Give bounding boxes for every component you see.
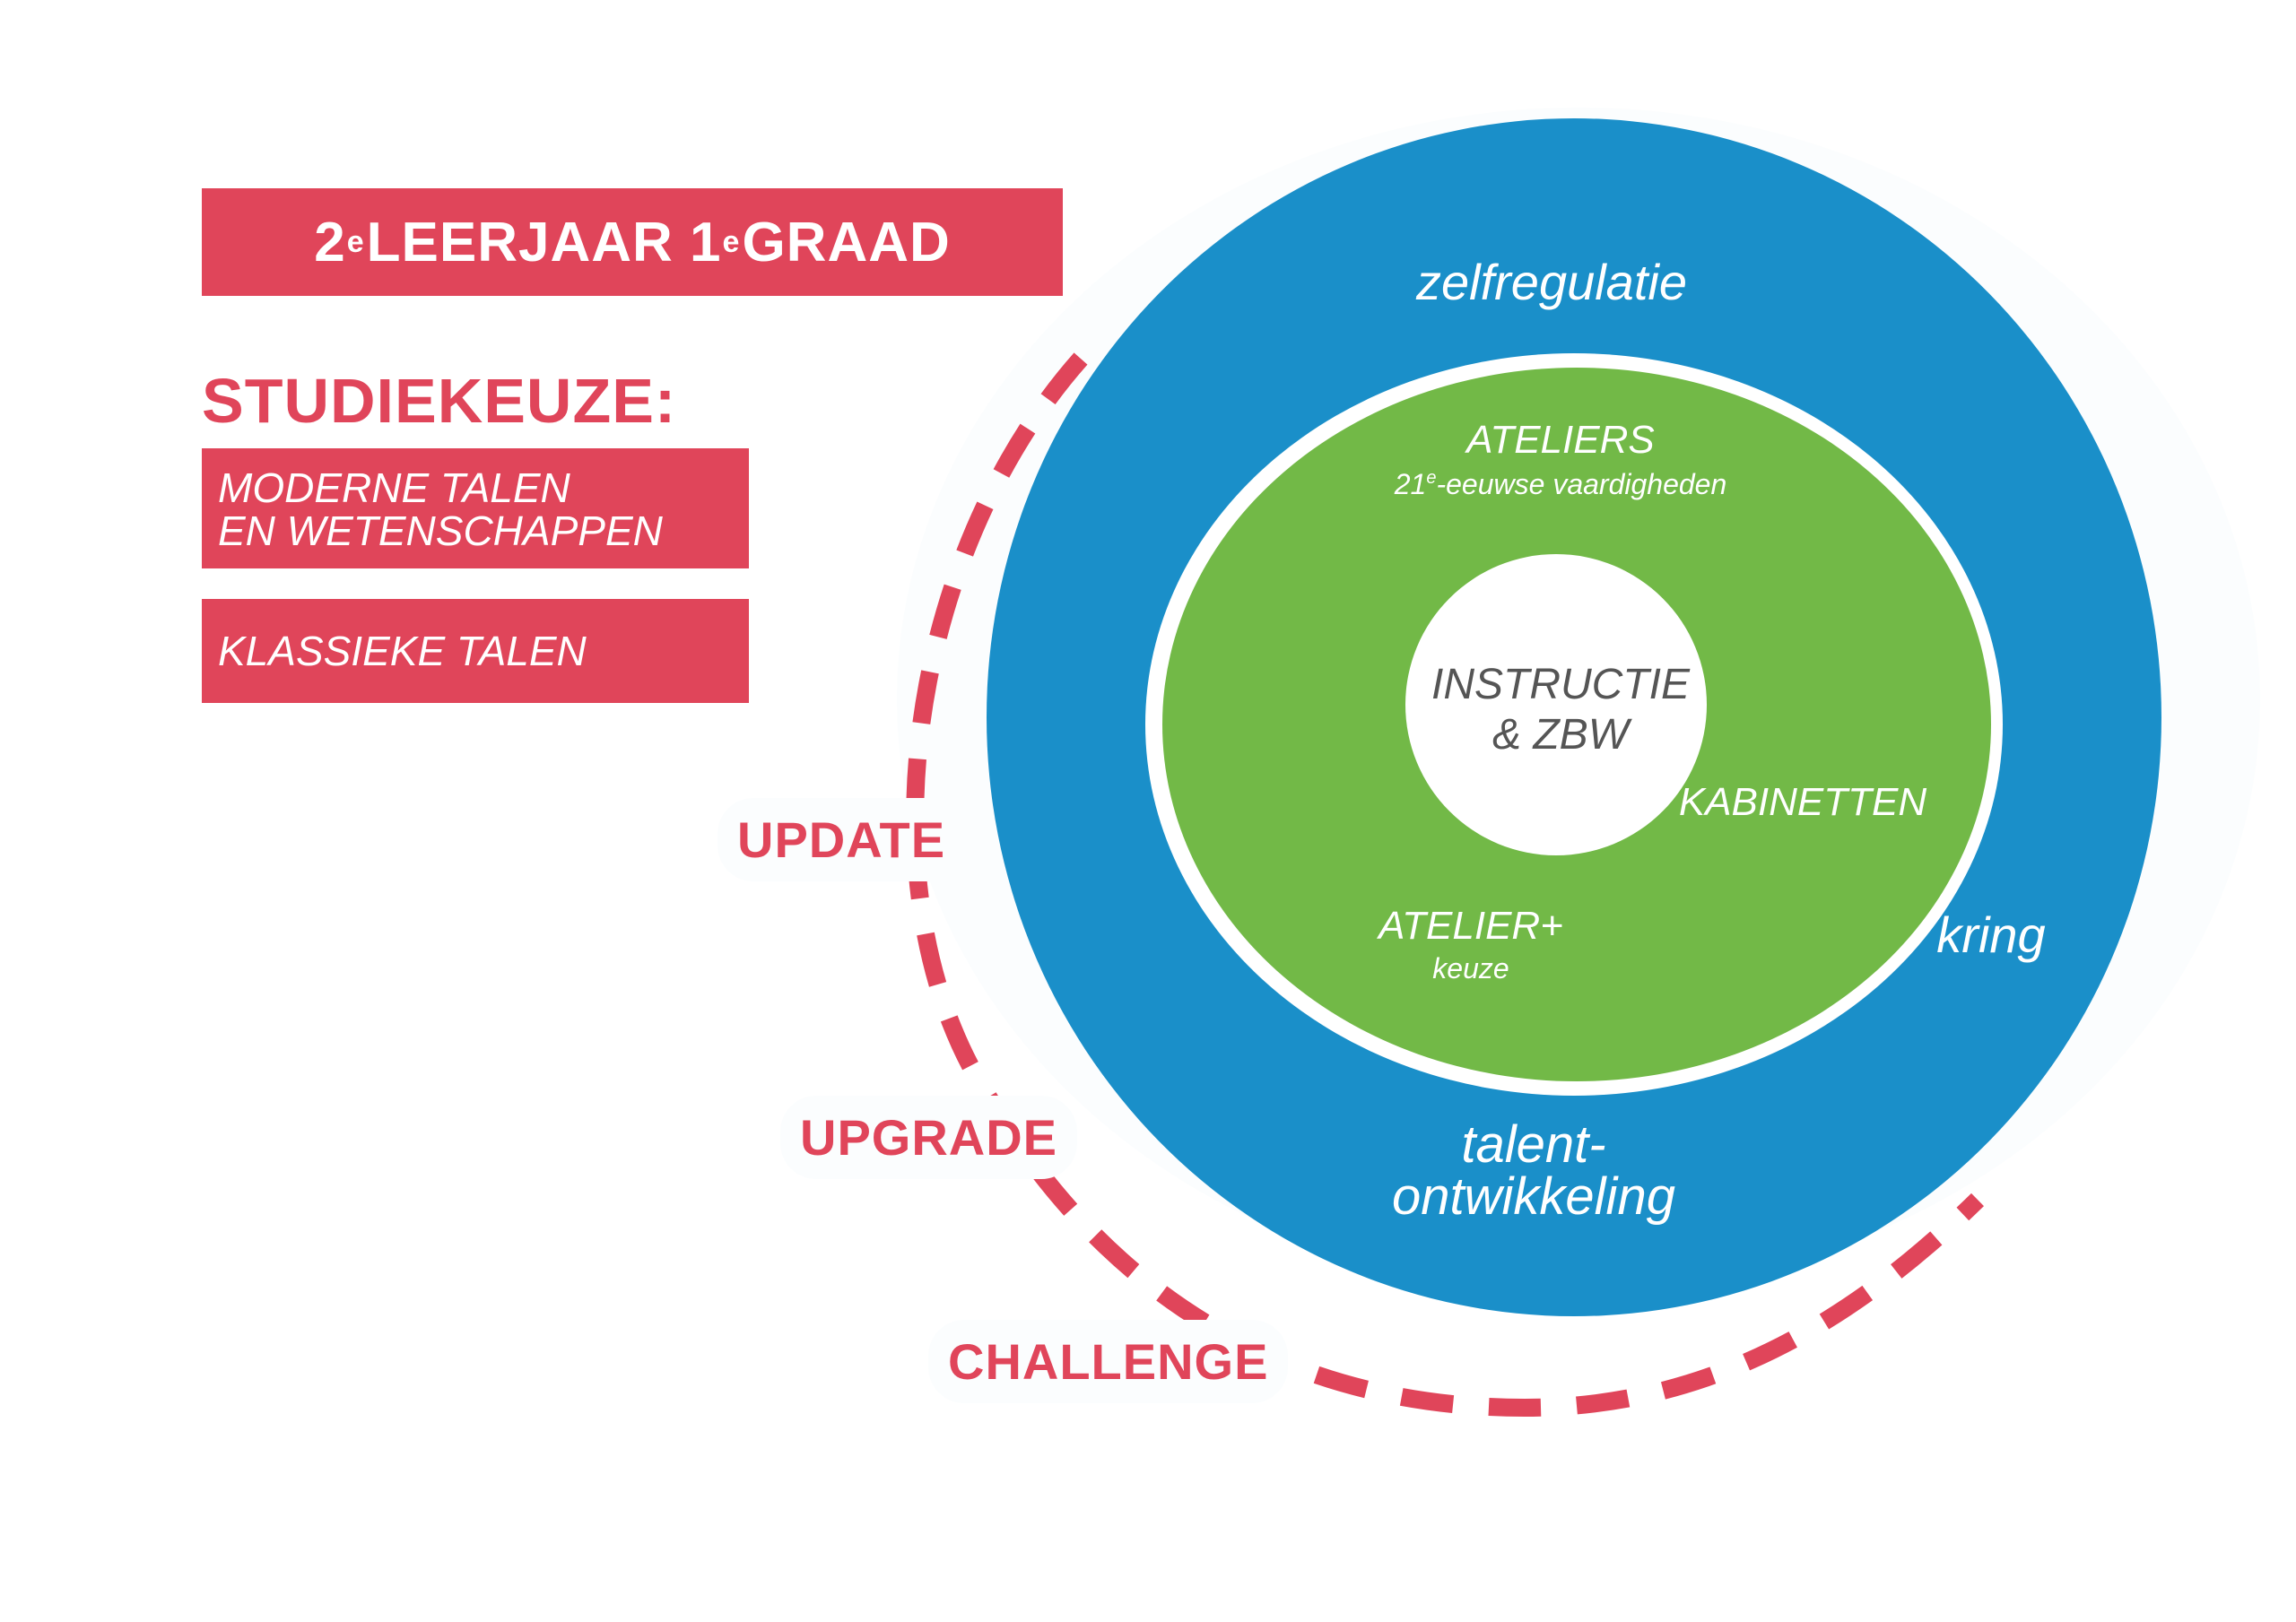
study-choice-heading: STUDIEKEUZE:: [202, 366, 677, 436]
dashed-level-arc: [906, 352, 1984, 1418]
center-circle: [1405, 554, 1707, 855]
level-upgrade: UPGRADE: [780, 1096, 1078, 1179]
ateliers-sub-sup: e: [1426, 468, 1437, 488]
label-kabinetten: KABINETTEN: [1678, 780, 1927, 824]
center-instructie-zbw: INSTRUCTIE & ZBW: [1381, 660, 1740, 760]
talent-line2: ontwikkeling: [1392, 1167, 1675, 1226]
ateliers-sub-suffix: -eeuwse vaardigheden: [1436, 468, 1727, 500]
study-option-classical-languages: KLASSIEKE TALEN: [202, 599, 749, 703]
atelierplus-subtitle: keuze: [1432, 952, 1509, 984]
label-zelfregulatie: zelfregulatie: [1416, 254, 1687, 310]
study-option-line: EN WETENSCHAPPEN: [218, 507, 663, 554]
study-option-line: KLASSIEKE TALEN: [218, 628, 587, 674]
ateliers-sub-prefix: 21: [1394, 468, 1427, 500]
grade-sup: e: [346, 224, 365, 259]
ateliers-subtitle: 21e-eeuwse vaardigheden: [1327, 468, 1794, 501]
label-kring: kring: [1936, 906, 2046, 963]
atelierplus-title: ATELIER+: [1378, 904, 1563, 948]
label-atelierplus: ATELIER+ keuze: [1336, 904, 1605, 985]
grade-suffix: GRAAD: [742, 211, 951, 273]
center-line2: & ZBW: [1492, 711, 1629, 759]
label-talentontwikkeling: talent- ontwikkeling: [1309, 1119, 1758, 1223]
grade-mid: LEERJAAR 1: [366, 211, 722, 273]
level-challenge: CHALLENGE: [928, 1320, 1289, 1403]
talent-line1: talent-: [1461, 1115, 1606, 1174]
label-ateliers: ATELIERS 21e-eeuwse vaardigheden: [1327, 418, 1794, 501]
study-option-line: MODERNE TALEN: [218, 464, 570, 511]
level-update: UPDATE: [718, 798, 966, 881]
grade-prefix: 2: [314, 211, 346, 273]
study-option-modern-languages: MODERNE TALEN EN WETENSCHAPPEN: [202, 448, 749, 568]
ateliers-title: ATELIERS: [1466, 418, 1655, 462]
grade-sup2: e: [722, 224, 741, 259]
center-line1: INSTRUCTIE: [1431, 661, 1690, 708]
